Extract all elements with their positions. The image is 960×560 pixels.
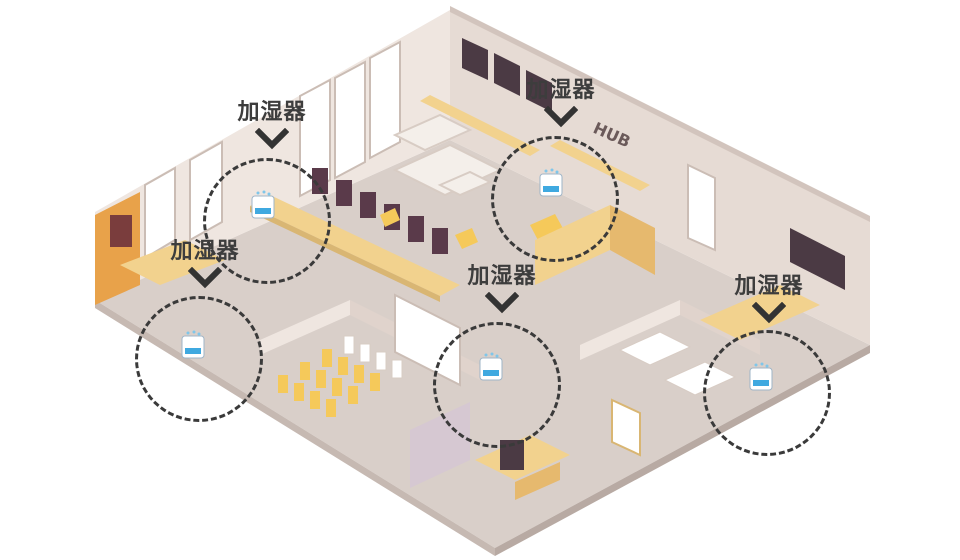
- dashed-ring-a: [203, 158, 331, 284]
- dashed-ring-d: [433, 322, 561, 448]
- chevron-down-icon: [752, 302, 786, 324]
- dashed-ring-b: [491, 136, 619, 262]
- window-bank: [144, 40, 401, 260]
- wall-artwork: [110, 215, 132, 247]
- white-chairs: [343, 335, 403, 379]
- callout-label: 加湿器: [734, 274, 804, 299]
- back-counter: [420, 95, 540, 156]
- auditorium-chairs: [278, 349, 380, 417]
- chevron-down-icon: [544, 106, 578, 128]
- lounge-sofas: [392, 113, 503, 197]
- partition-lower-left: [260, 300, 350, 355]
- callout-label: 加湿器: [467, 264, 537, 289]
- chevron-down-icon: [188, 267, 222, 289]
- chevron-down-icon: [255, 128, 289, 150]
- callout-e: 加湿器: [724, 268, 814, 324]
- callout-a: 加湿器: [227, 94, 317, 150]
- callout-label: 加湿器: [526, 78, 596, 103]
- copier-area: [618, 331, 692, 366]
- callout-label: 加湿器: [170, 239, 240, 264]
- partition-center-dark: [610, 205, 655, 275]
- callout-label: 加湿器: [237, 100, 307, 125]
- door: [687, 163, 716, 252]
- callout-b: 加湿器: [516, 72, 606, 128]
- wall-posters: [462, 38, 845, 290]
- chevron-down-icon: [485, 292, 519, 314]
- callout-c: 加湿器: [160, 233, 250, 289]
- side-cabinet: [515, 462, 560, 500]
- back-wall-top-edge: [450, 6, 870, 222]
- callout-d: 加湿器: [457, 258, 547, 314]
- dashed-ring-c: [135, 296, 263, 422]
- back-wall-right: [450, 10, 870, 345]
- flip-chart: [611, 398, 641, 457]
- meeting-table-left: [120, 240, 225, 285]
- dashed-ring-e: [703, 330, 831, 456]
- partition-meeting-room: [580, 300, 680, 360]
